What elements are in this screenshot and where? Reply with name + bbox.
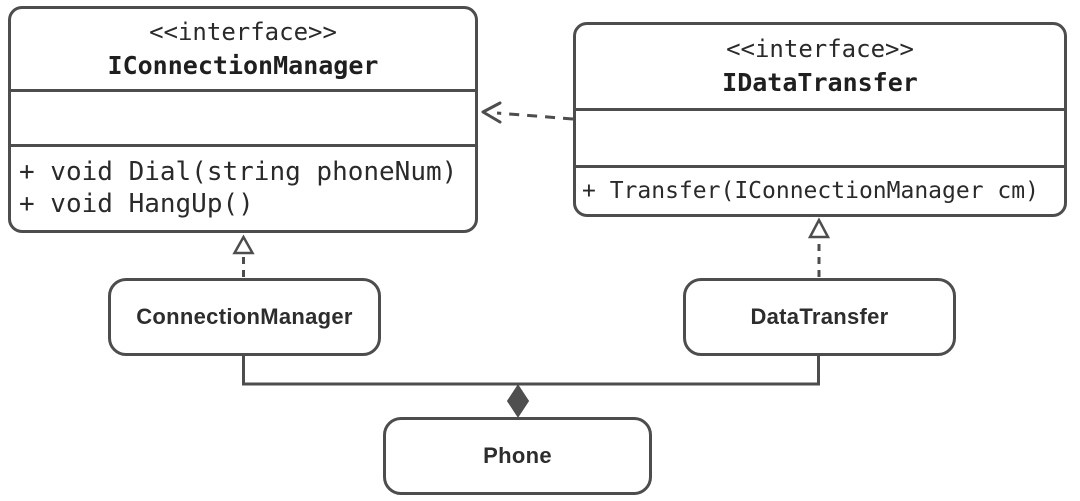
interface-name: IConnectionManager	[107, 50, 379, 80]
interface-box-idatatransfer: <<interface>> IDataTransfer + Transfer(I…	[573, 22, 1067, 217]
realization-arrow-connectionmanager-to-iconnectionmanager	[232, 234, 255, 277]
class-box-datatransfer: DataTransfer	[683, 278, 956, 356]
attributes-compartment	[576, 108, 1064, 165]
stereotype-label: <<interface>>	[726, 35, 914, 63]
hollow-triangle-icon	[232, 234, 255, 255]
interface-box-iconnectionmanager: <<interface>> IConnectionManager + void …	[8, 6, 478, 233]
method-label: + void Dial(string phoneNum)	[19, 157, 458, 187]
class-box-phone: Phone	[383, 417, 652, 495]
method-label: + Transfer(IConnectionManager cm)	[582, 178, 1039, 204]
realization-arrow-datatransfer-to-idatatransfer	[807, 217, 831, 277]
open-arrowhead-icon	[481, 101, 502, 124]
class-name: Phone	[483, 443, 552, 468]
hollow-triangle-icon	[807, 217, 831, 239]
composition-solid-line	[242, 355, 820, 386]
interface-name: IDataTransfer	[722, 68, 918, 97]
stereotype-label: <<interface>>	[149, 17, 337, 46]
class-name: ConnectionManager	[136, 304, 353, 329]
attributes-compartment	[11, 89, 475, 144]
class-name: DataTransfer	[750, 304, 889, 329]
dependency-dashed-line	[496, 111, 574, 121]
methods-compartment: + Transfer(IConnectionManager cm)	[576, 165, 1064, 214]
interface-header: <<interface>> IConnectionManager	[11, 9, 475, 89]
dependency-arrow-idatatransfer-to-iconnectionmanager	[481, 101, 574, 124]
filled-diamond-icon	[506, 384, 530, 418]
methods-compartment: + void Dial(string phoneNum) + void Hang…	[11, 144, 475, 220]
class-box-connectionmanager: ConnectionManager	[108, 278, 381, 356]
composition-connector-phone	[242, 355, 820, 418]
method-label: + void HangUp()	[19, 189, 254, 219]
interface-header: <<interface>> IDataTransfer	[576, 25, 1064, 108]
